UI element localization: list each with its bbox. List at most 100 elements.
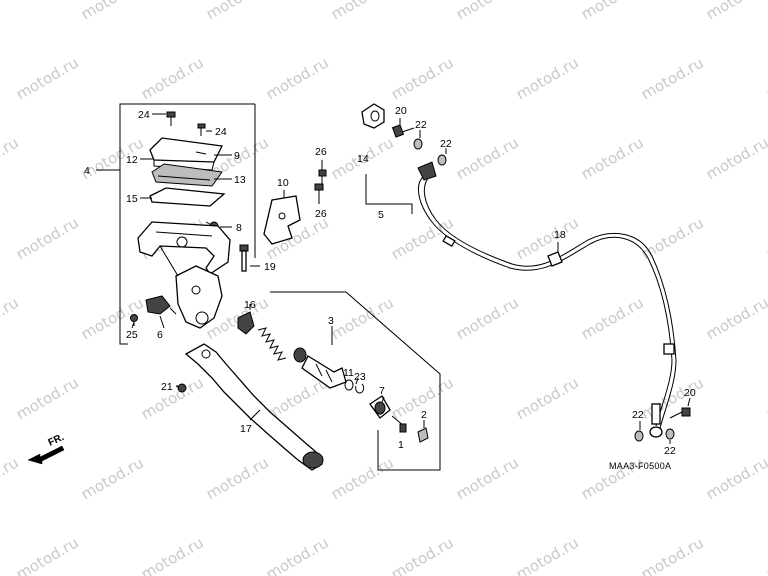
hose-assembly-icon: [361, 103, 677, 438]
spring-icon: [257, 327, 287, 361]
callout-24-mid: 24: [215, 126, 227, 138]
watermark-text: motod.ru: [263, 533, 332, 576]
watermark-text: motod.ru: [638, 53, 707, 103]
callout-2: 2: [421, 409, 427, 421]
watermark-text: motod.ru: [203, 0, 272, 23]
front-marker-label: FR.: [47, 432, 66, 449]
callout-12: 12: [126, 154, 138, 166]
callout-26-bottom: 26: [315, 208, 327, 220]
callout-19: 19: [264, 261, 276, 273]
callout-26-top: 26: [315, 146, 327, 158]
callout-21: 21: [161, 381, 173, 393]
callout-14: 14: [357, 153, 369, 165]
watermark-text: motod.ru: [453, 133, 522, 183]
dust-boot-16-icon: [237, 311, 255, 335]
callout-5: 5: [378, 209, 384, 221]
watermark-text: motod.ru: [0, 133, 22, 183]
watermark-text: motod.ru: [638, 213, 707, 263]
callout-22-b: 22: [440, 138, 452, 150]
watermark-text: motod.ru: [138, 533, 207, 576]
watermark-text: motod.ru: [453, 453, 522, 503]
boot-7-icon: [369, 395, 391, 419]
washer-11-icon: [344, 379, 354, 391]
watermark-text: motod.ru: [763, 373, 768, 423]
watermark-text: motod.ru: [703, 0, 768, 23]
callout-18: 18: [554, 229, 566, 241]
master-cylinder-body-icon: [137, 221, 231, 329]
watermark-text: motod.ru: [328, 293, 397, 343]
callout-8: 8: [236, 222, 242, 234]
callout-3: 3: [328, 315, 334, 327]
screw-24-top-icon: [166, 111, 176, 126]
watermark-text: motod.ru: [328, 0, 397, 23]
banjo-bolt-20-top-icon: [391, 118, 415, 138]
pushrod-1-icon: [391, 415, 407, 433]
watermark-text: motod.ru: [513, 533, 582, 576]
watermark-text: motod.ru: [13, 373, 82, 423]
watermark-text: motod.ru: [763, 213, 768, 263]
callout-11: 11: [343, 367, 354, 379]
callout-16: 16: [244, 299, 256, 311]
callout-24-top: 24: [138, 109, 150, 121]
pivot-bolt-19-icon: [239, 244, 249, 272]
callout-22-c: 22: [632, 409, 644, 421]
watermark-text: motod.ru: [388, 533, 457, 576]
callout-15: 15: [126, 193, 138, 205]
callout-13: 13: [234, 174, 246, 186]
holder-10-icon: [263, 190, 301, 245]
banjo-bolt-20-bottom-icon: [669, 397, 691, 419]
watermark-text: motod.ru: [513, 53, 582, 103]
callout-22-d: 22: [664, 445, 676, 457]
front-direction-arrow-icon: [27, 445, 65, 465]
brake-switch-icon: [145, 295, 177, 315]
watermark-text: motod.ru: [263, 53, 332, 103]
callout-20-top: 20: [395, 105, 407, 117]
watermark-text: motod.ru: [578, 133, 647, 183]
watermark-text: motod.ru: [13, 533, 82, 576]
master-cylinder-group: [96, 103, 260, 345]
watermark-text: motod.ru: [138, 53, 207, 103]
watermark-text: motod.ru: [763, 53, 768, 103]
callout-6: 6: [157, 329, 163, 341]
watermark-text: motod.ru: [78, 0, 147, 23]
watermark-text: motod.ru: [703, 293, 768, 343]
clamp-18-icon: [547, 242, 563, 267]
watermark-text: motod.ru: [578, 293, 647, 343]
callout-23: 23: [354, 371, 366, 383]
screw-24-mid-icon: [197, 123, 206, 136]
callout-1: 1: [398, 439, 404, 451]
bolt-26-lower-icon: [314, 183, 324, 204]
watermark-text: motod.ru: [388, 53, 457, 103]
callout-20-bottom: 20: [684, 387, 696, 399]
washer-22-a-icon: [413, 130, 423, 150]
piston-kit-group: [237, 291, 441, 471]
circlip-23-icon: [355, 383, 365, 394]
callout-22-a: 22: [415, 119, 427, 131]
screw-25-icon: [130, 314, 138, 326]
watermark-text: motod.ru: [453, 293, 522, 343]
nut-2-icon: [417, 427, 429, 443]
bolt-26-upper-icon: [318, 160, 327, 184]
clutch-lever-icon: [184, 343, 324, 471]
watermark-text: motod.ru: [328, 453, 397, 503]
washer-22-d-icon: [665, 428, 675, 440]
washer-22-b-icon: [437, 148, 447, 166]
callout-25: 25: [126, 329, 138, 341]
watermark-text: motod.ru: [203, 453, 272, 503]
callout-10: 10: [277, 177, 289, 189]
callout-7: 7: [379, 385, 385, 397]
watermark-text: motod.ru: [0, 453, 22, 503]
callout-9: 9: [234, 150, 240, 162]
watermark-text: motod.ru: [513, 373, 582, 423]
watermark-text: motod.ru: [0, 293, 22, 343]
watermark-text: motod.ru: [703, 453, 768, 503]
watermark-text: motod.ru: [578, 0, 647, 23]
watermark-text: motod.ru: [0, 0, 22, 23]
watermark-text: motod.ru: [78, 453, 147, 503]
watermark-text: motod.ru: [763, 533, 768, 576]
lower-banjo-icon: [649, 403, 663, 438]
watermark-text: motod.ru: [638, 533, 707, 576]
watermark-text: motod.ru: [703, 133, 768, 183]
cup-icon: [293, 347, 307, 363]
